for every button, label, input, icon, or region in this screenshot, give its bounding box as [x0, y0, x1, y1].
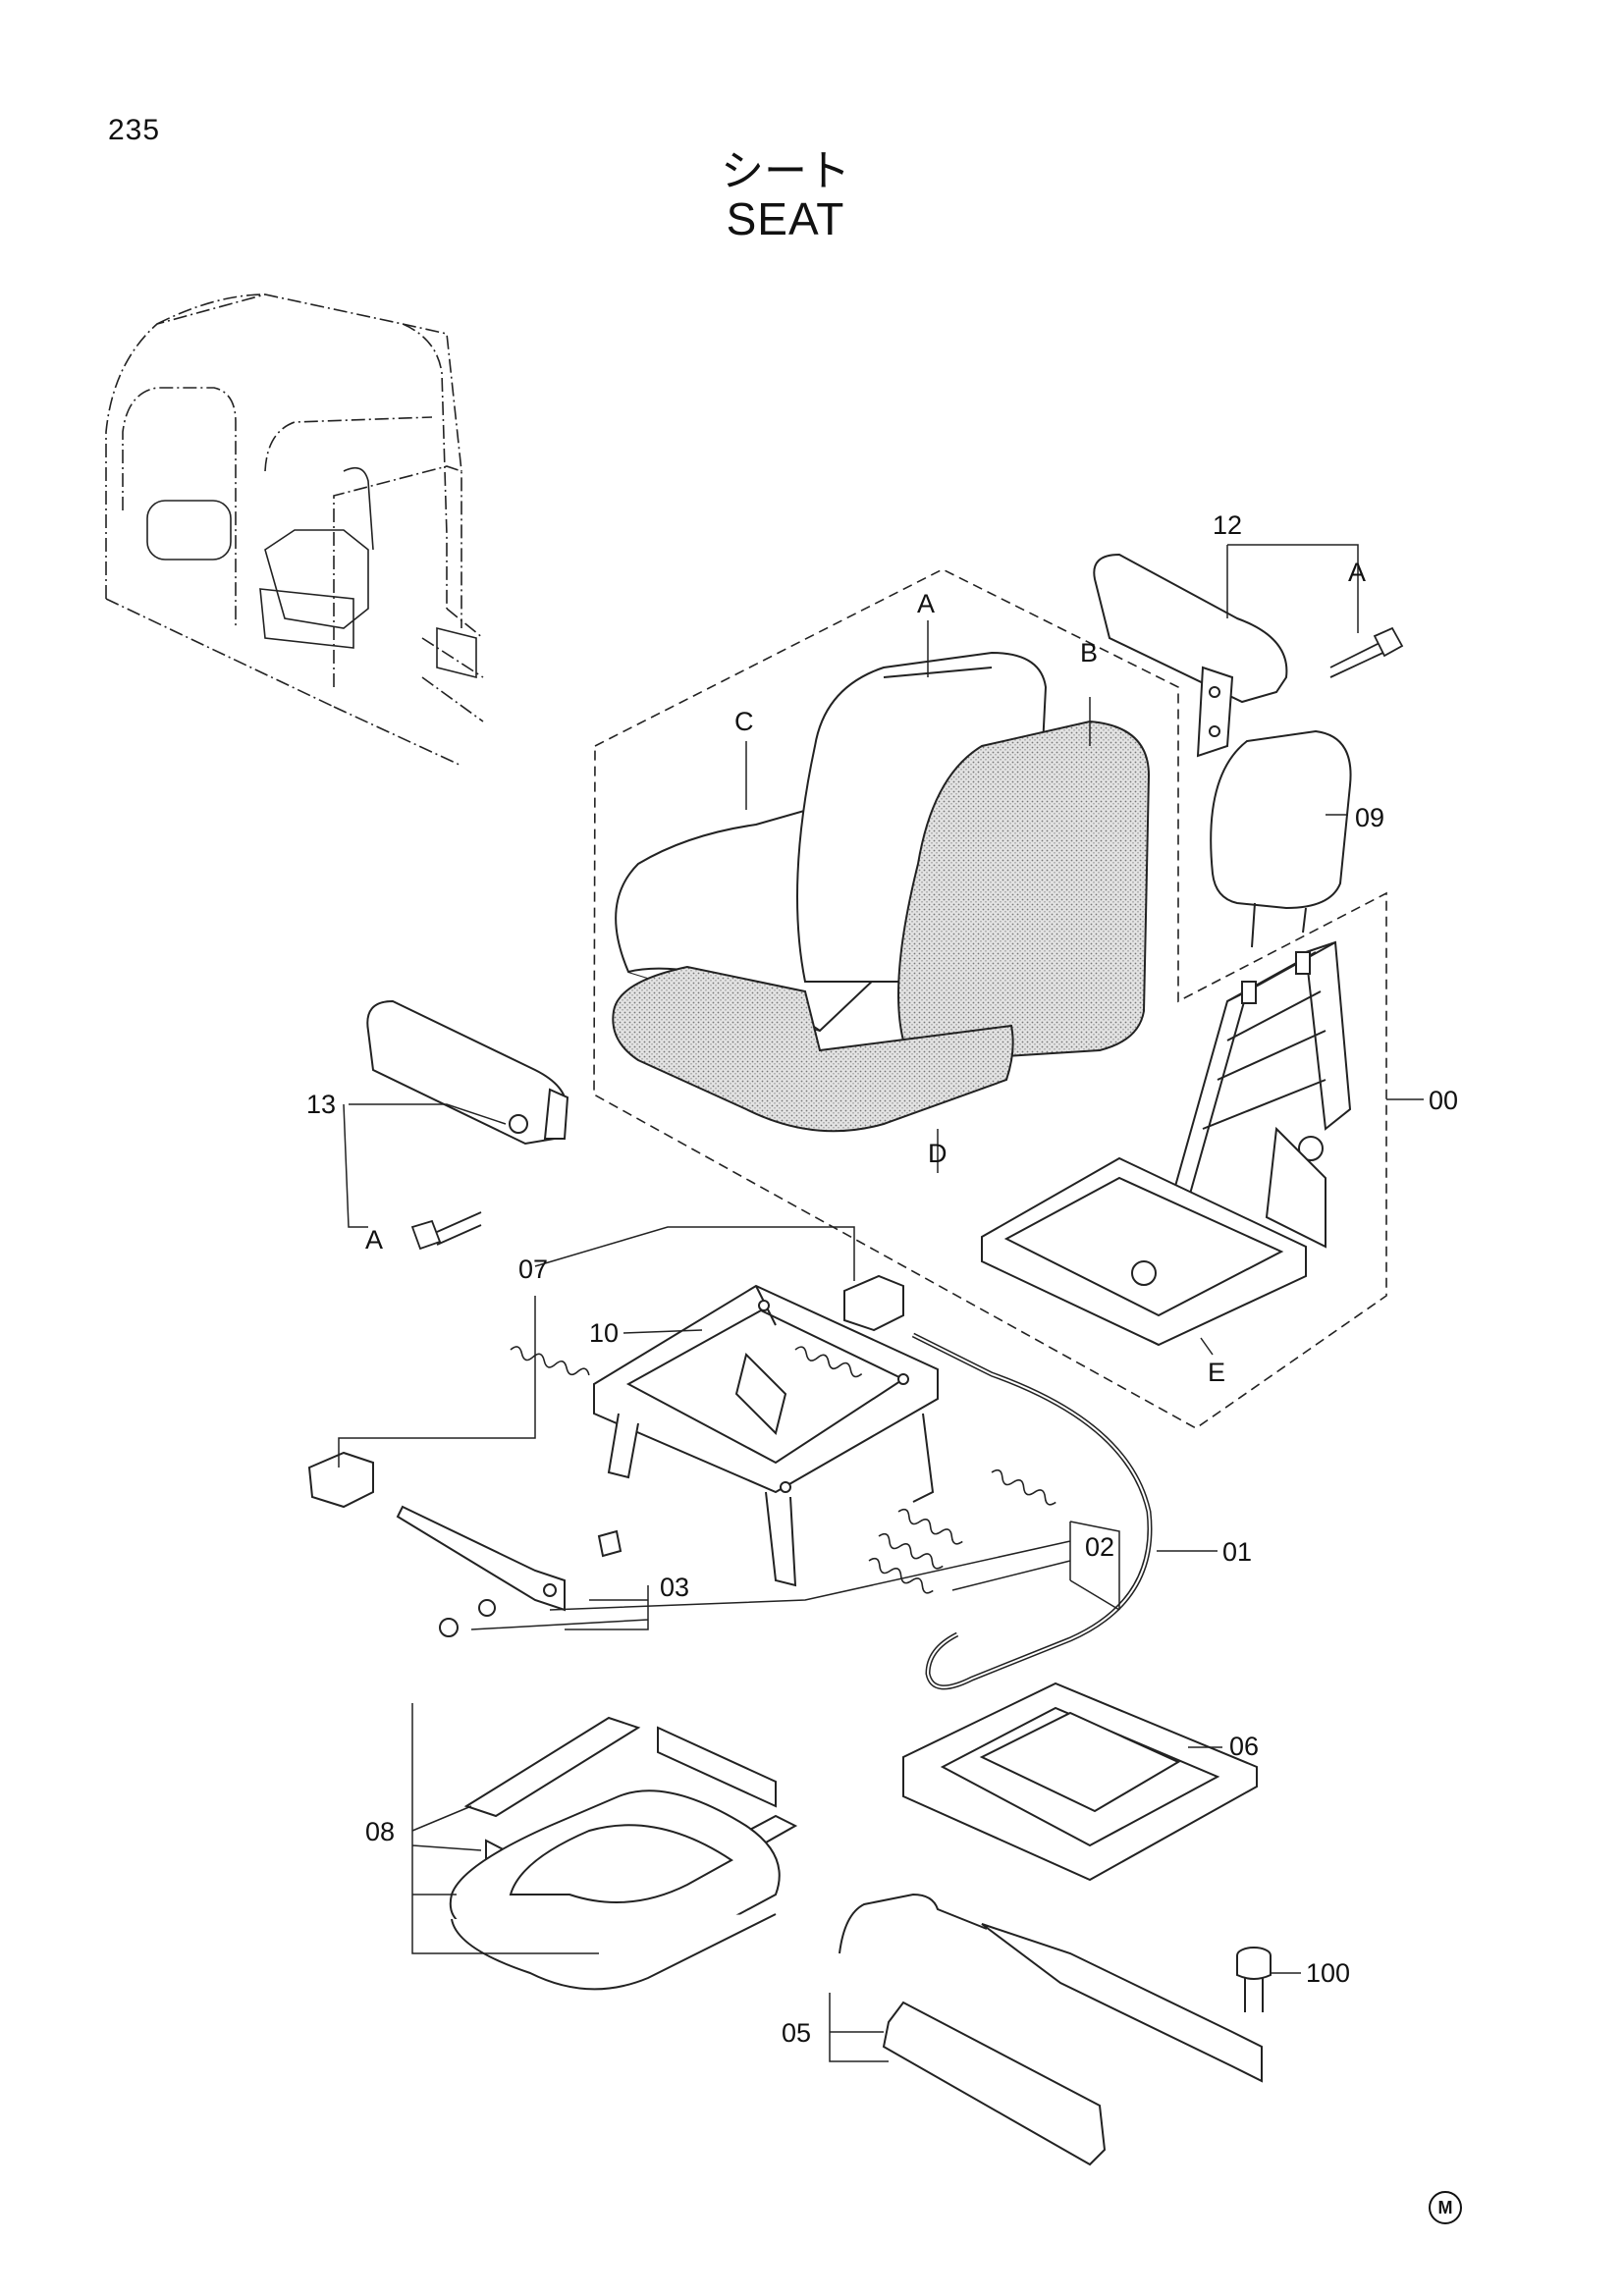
callout-02: 02: [1085, 1532, 1115, 1562]
lever-caps: [307, 1274, 904, 1509]
callout-a-top: A: [1348, 558, 1367, 587]
page-number: 235: [108, 114, 161, 146]
callout-01: 01: [1222, 1537, 1253, 1567]
callout-a-seat: A: [917, 589, 936, 618]
callout-06: 06: [1229, 1732, 1260, 1761]
bolt-top: [1329, 626, 1404, 678]
callout-00: 00: [1429, 1086, 1459, 1115]
cab-overview: [105, 294, 484, 767]
callout-12: 12: [1213, 510, 1243, 540]
latch-bracket: [396, 1505, 623, 1637]
tension-springs: [510, 1346, 1056, 1594]
callout-10: 10: [589, 1318, 620, 1348]
title-japanese: シート: [721, 146, 850, 196]
callout-07: 07: [518, 1255, 549, 1284]
armrest-left: [366, 999, 569, 1146]
manufacturer-mark: M: [1429, 2191, 1462, 2224]
release-cable: [911, 1332, 1153, 1690]
socket-bolt: [1236, 1947, 1272, 2012]
callout-c: C: [734, 707, 754, 736]
bolt-left: [410, 1211, 482, 1251]
seat-bottom-cover: [612, 965, 1014, 1133]
armrest-right: [1093, 553, 1288, 758]
callout-03: 03: [660, 1573, 690, 1602]
title-english: SEAT: [726, 193, 845, 244]
callout-d: D: [928, 1139, 947, 1168]
suspension-frame: [593, 1284, 939, 1587]
mounting-plates: [449, 1716, 798, 1991]
leader-lines: [338, 544, 1424, 2062]
callout-b: B: [1080, 638, 1099, 667]
callout-100: 100: [1306, 1958, 1351, 1988]
callout-09: 09: [1355, 803, 1385, 832]
seat-group-boundary: [593, 568, 1387, 1429]
callout-05: 05: [782, 2018, 812, 2048]
slide-rail-base: [902, 1682, 1258, 1882]
headrest: [1210, 729, 1352, 948]
cab-interior: [146, 466, 477, 679]
seat-frame: [981, 940, 1352, 1347]
callout-13: 13: [306, 1090, 337, 1119]
slide-rails: [839, 1893, 1263, 2166]
callout-08: 08: [365, 1817, 396, 1846]
callout-e: E: [1208, 1358, 1226, 1387]
callout-a-left: A: [365, 1225, 384, 1255]
seat-back-cover: [897, 720, 1151, 1062]
